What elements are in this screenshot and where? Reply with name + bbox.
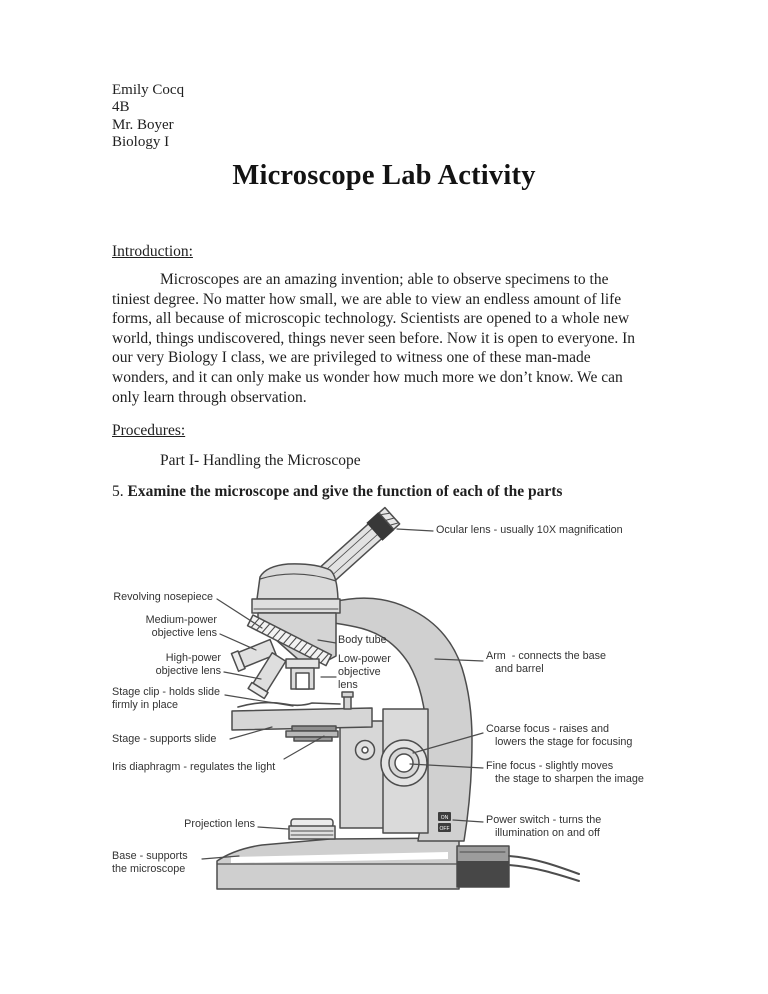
label-revolving-nosepiece: Revolving nosepiece: [113, 591, 213, 603]
intro-line: Microscopes are an amazing invention; ab…: [160, 271, 609, 288]
student-header: Emily Cocq 4B Mr. Boyer Biology I: [112, 82, 184, 152]
ocular-lens-band: [366, 512, 395, 541]
intro-line: forms, all because of microscopic techno…: [112, 310, 630, 328]
procedure-item-5: 5. Examine the microscope and give the f…: [112, 483, 562, 501]
student-period: 4B: [112, 99, 130, 116]
power-switch-on-text: ON: [441, 815, 449, 821]
intro-line: our very Biology I class, we are privile…: [112, 349, 591, 367]
projection-lens-shape: [288, 818, 336, 840]
medium-power-objective: [230, 638, 277, 672]
teacher-name: Mr. Boyer: [112, 116, 174, 133]
introduction-heading: Introduction:: [112, 243, 193, 260]
stage-shape: [231, 707, 373, 731]
label-fine-focus: Fine focus - slightly moves the stage to…: [486, 760, 644, 785]
stage-clip-shape: [237, 701, 341, 708]
label-body-tube: Body tube: [338, 634, 387, 646]
label-arm: Arm - connects the base and barrel: [486, 650, 607, 675]
label-stage-clip: Stage clip - holds slide firmly in place: [112, 686, 221, 711]
head-collar: [251, 598, 341, 614]
focus-block-rear: [339, 720, 388, 829]
label-projection-lens: Projection lens: [184, 818, 255, 830]
label-coarse-focus: Coarse focus - raises and lowers the sta…: [486, 723, 633, 748]
label-ocular-lens: Ocular lens - usually 10X magnification: [436, 524, 623, 536]
item-text: Examine the microscope and give the func…: [127, 483, 563, 500]
head-dome: [256, 563, 339, 600]
label-high-power-objective: High-power objective lens: [155, 652, 221, 677]
procedures-heading: Procedures:: [112, 422, 186, 439]
revolving-nosepiece-shape: [246, 614, 333, 667]
intro-line: world, things undiscovered, things never…: [112, 329, 635, 347]
label-medium-power-objective: Medium-power objective lens: [145, 614, 217, 639]
page-title: Microscope Lab Activity: [232, 160, 536, 191]
course-name: Biology I: [112, 134, 170, 151]
power-switch-off-text: OFF: [440, 826, 450, 832]
introduction-paragraph: Microscopes are an amazing invention; ab…: [112, 270, 672, 407]
low-power-objective: [285, 658, 320, 690]
power-switch-off-button: [438, 823, 451, 832]
label-low-power-objective: Low-power objective lens: [338, 653, 391, 691]
intro-line: wonders, and it can only make us wonder …: [112, 368, 623, 386]
intro-line: only learn through observation.: [112, 388, 307, 406]
fine-focus-knob: [394, 753, 414, 773]
label-stage: Stage - supports slide: [112, 733, 217, 745]
power-switch-on-button: [438, 812, 451, 821]
leader-lines: [201, 528, 484, 860]
power-cord-wires: [508, 855, 580, 882]
intro-line: tiniest degree. No matter how small, we …: [112, 290, 622, 308]
label-base: Base - supports the microscope: [112, 850, 188, 875]
stage-pin: [343, 695, 352, 710]
label-iris-diaphragm: Iris diaphragm - regulates the light: [112, 761, 276, 773]
part-i-line: Part I- Handling the Microscope: [160, 452, 361, 469]
item-number: 5.: [112, 483, 128, 500]
student-name: Emily Cocq: [112, 82, 185, 98]
high-power-objective: [247, 652, 287, 700]
label-power-switch: Power switch - turns the illumination on…: [486, 814, 602, 839]
